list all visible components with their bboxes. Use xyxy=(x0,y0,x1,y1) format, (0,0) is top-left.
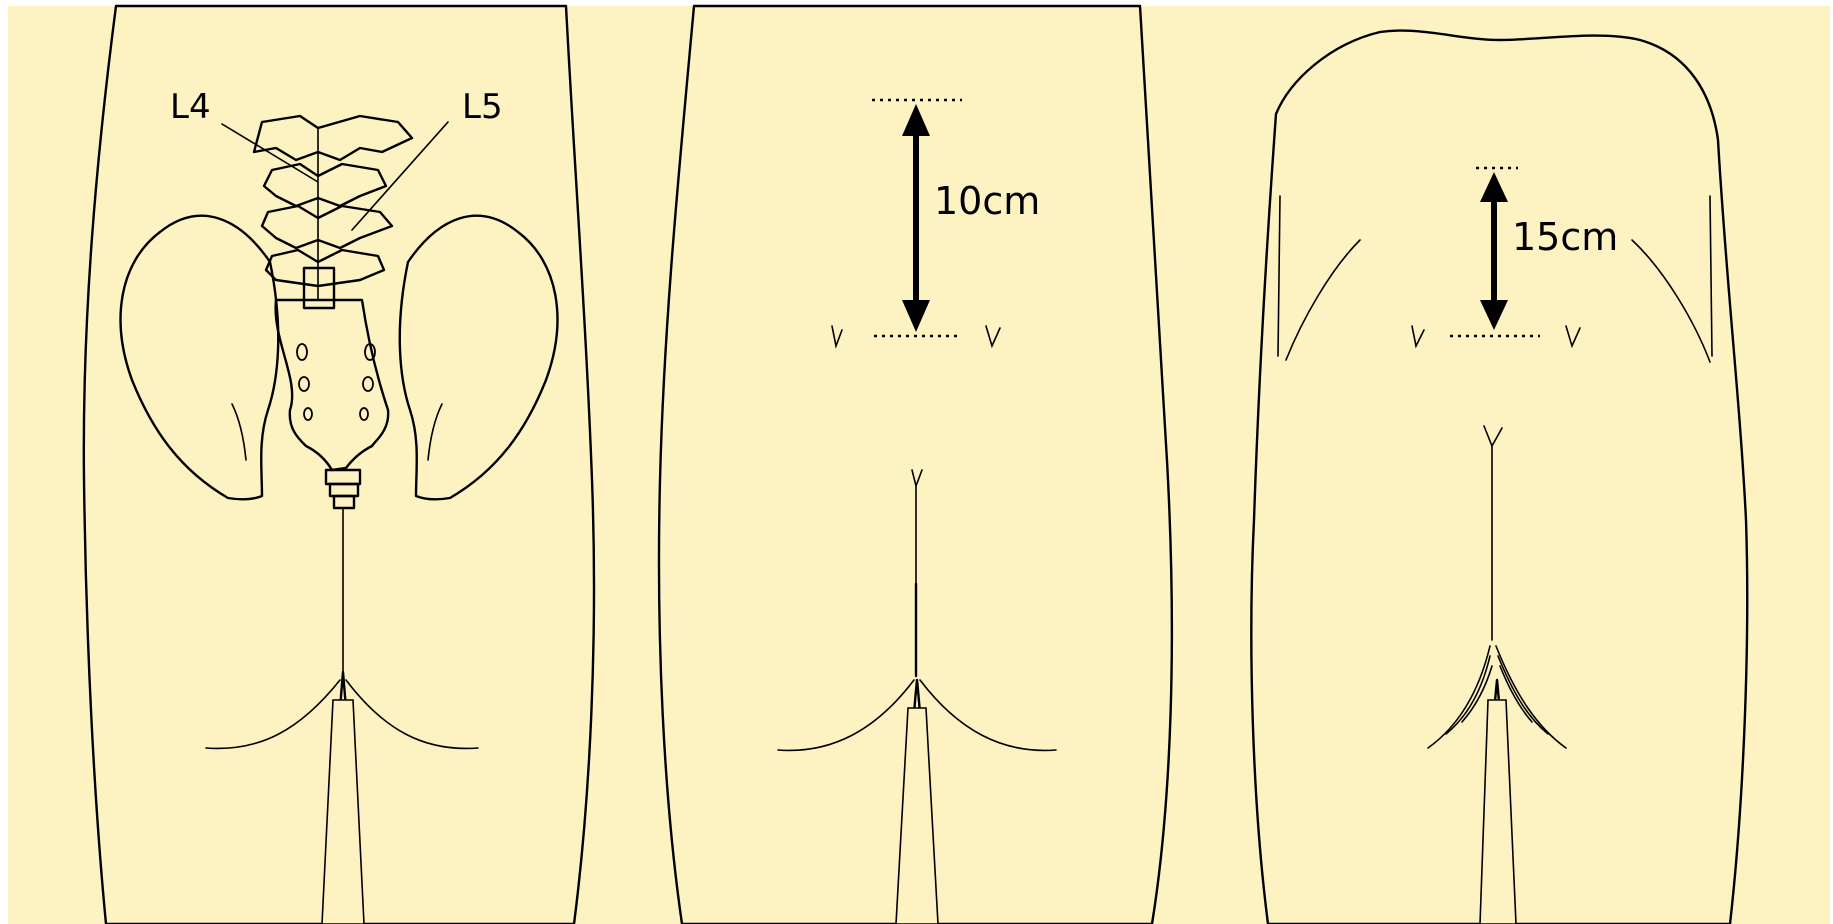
label-l4: L4 xyxy=(170,87,211,127)
measurement-15cm: 15cm xyxy=(1512,215,1618,259)
measurement-10cm: 10cm xyxy=(934,179,1040,223)
label-l5: L5 xyxy=(462,87,503,127)
